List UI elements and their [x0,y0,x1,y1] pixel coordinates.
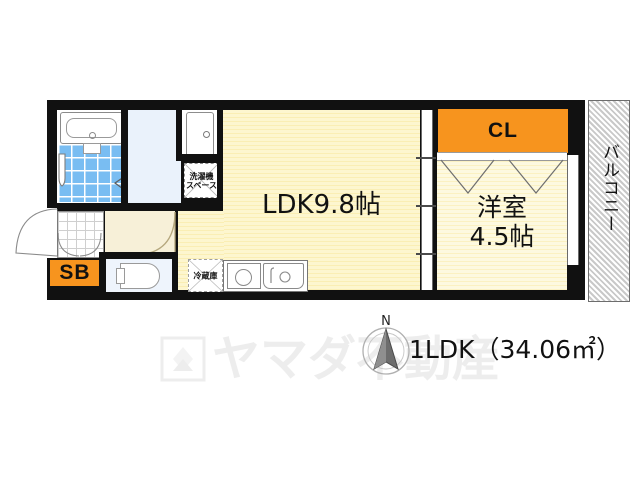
balcony: バルコニー [588,100,630,302]
interior-wall-toilet-right [172,252,178,300]
toilet-tank-icon [116,268,125,284]
faucet-icon [270,267,291,283]
shoe-box-sb[interactable]: SB [49,259,101,287]
sink-icon [263,263,304,289]
balcony-label: バルコニー [599,143,619,233]
bath-step-icon [83,143,101,154]
balcony-window[interactable] [567,155,579,265]
stove-icon [227,263,261,289]
front-door-icon[interactable] [10,206,60,260]
entrance-inner-door-arc-icon[interactable] [133,211,176,256]
sliding-door-ldk-washitsu[interactable] [421,110,433,290]
shoe-closet-cabinet[interactable] [57,211,104,258]
interior-wall-vert-bath [121,100,128,210]
interior-wall-washer-right [217,110,223,210]
washitsu-label-line2: 4.5帖 [469,222,535,251]
genkan-entrance-tile [105,211,175,256]
plan-summary-text: 1LDK（34.06㎡） [409,335,622,364]
cl-label: CL [488,119,518,142]
fridge-space: 冷蔵庫 [188,259,223,292]
bathtub-icon [60,112,123,144]
washitsu-label-line1: 洋室 [476,193,527,222]
washroom-hall [128,110,181,203]
interior-wall-vert-vanity [176,100,182,160]
sliding-door-tick-bottom [416,253,436,255]
washer-space: 洗濯機 スペース [184,163,219,198]
washbasin-icon [58,153,66,187]
ldk-label: LDK9.8帖 [262,190,381,220]
interior-wall-toilet-left [99,252,106,300]
interior-wall-toilet-top [99,252,177,259]
shoe-closet-door-arc-icon[interactable] [57,232,102,257]
vanity-sink-icon [186,112,214,158]
washer-label-line1: 洗濯機 [189,171,214,181]
sliding-door-tick-top [416,157,436,159]
closet-door-marks-icon[interactable] [437,159,567,195]
closet-rail [437,152,567,161]
washer-label-line2: スペース [185,180,218,190]
fridge-label: 冷蔵庫 [193,271,218,280]
compass-north-label: N [381,314,391,329]
vanity-faucet-icon [203,131,210,138]
compass-rose: N [360,314,412,376]
washitsu-label: 洋室 4.5帖 [437,193,567,251]
closet-cl[interactable]: CL [437,108,569,154]
sliding-door-tick-mid [416,205,436,207]
interior-wall-mid [47,203,217,211]
sb-label: SB [59,261,91,284]
interior-wall-vanity-bottom [176,154,222,161]
toilet-bowl-icon [120,263,160,289]
